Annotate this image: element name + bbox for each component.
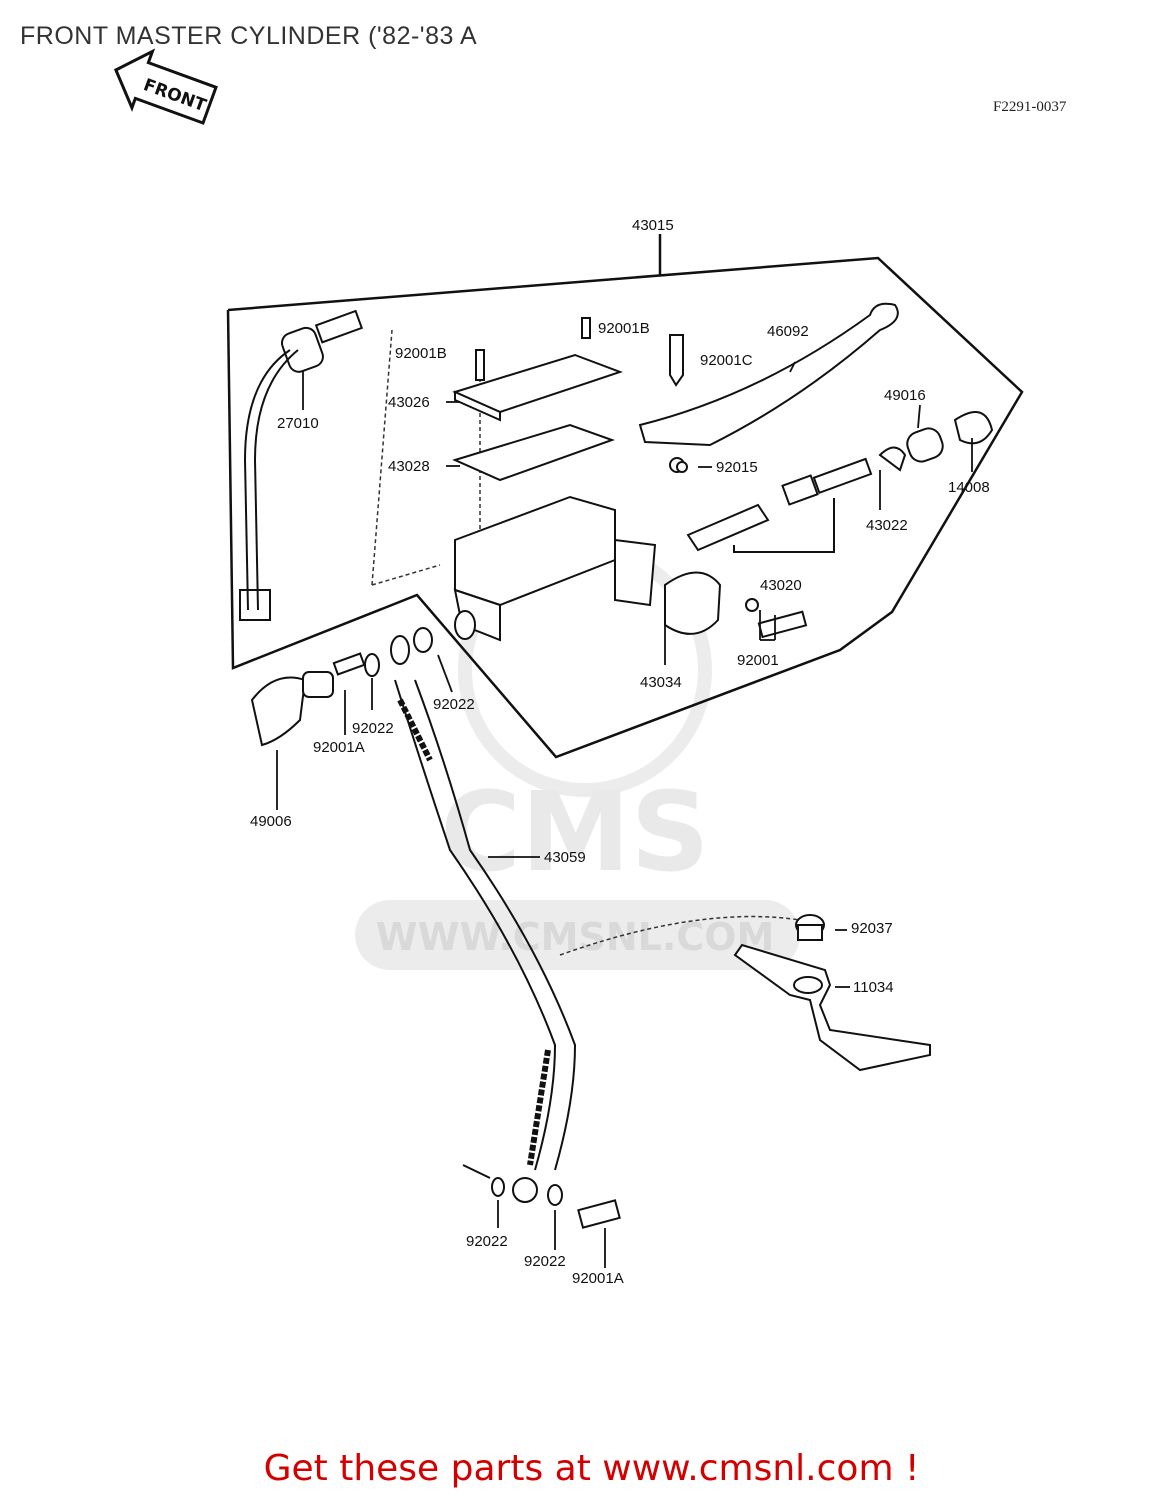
part-labels: 43015 27010 92001B 92001B 92001C 46092 4… [250, 217, 990, 1287]
banjo-fittings [250, 627, 433, 747]
label-43026: 43026 [388, 394, 430, 411]
label-92037: 92037 [851, 920, 893, 937]
label-92001: 92001 [737, 652, 779, 669]
cms-watermark: CMS WWW.CMSNL.COM [355, 543, 800, 970]
brake-light-switch [239, 309, 364, 621]
label-92015: 92015 [716, 459, 758, 476]
master-cylinder-body [453, 495, 808, 642]
label-46092: 46092 [767, 323, 809, 340]
label-92022-b: 92022 [352, 720, 394, 737]
figure-code: F2291-0037 [993, 99, 1067, 115]
screw-icon [475, 349, 485, 381]
label-14008: 14008 [948, 479, 990, 496]
front-arrow-icon: FRONT [113, 48, 218, 125]
label-11034: 11034 [853, 979, 894, 996]
piston-assembly [676, 411, 994, 553]
label-92001a-b: 92001A [572, 1270, 624, 1287]
watermark-brand: CMS [440, 768, 709, 896]
label-43028: 43028 [388, 458, 430, 475]
label-43015: 43015 [632, 217, 674, 234]
label-92001b-a: 92001B [395, 345, 447, 362]
hose-bracket [733, 914, 931, 1072]
label-92001a-a: 92001A [313, 739, 365, 756]
page-title: FRONT MASTER CYLINDER ('82-'83 A [20, 22, 478, 50]
label-27010: 27010 [277, 415, 319, 432]
label-49016: 49016 [884, 387, 926, 404]
assembly-outline [226, 234, 1024, 759]
label-43022: 43022 [866, 517, 908, 534]
label-92001b-b: 92001B [598, 320, 650, 337]
label-92022-d: 92022 [524, 1253, 566, 1270]
label-92022-a: 92022 [433, 696, 475, 713]
label-92001c: 92001C [700, 352, 753, 369]
promo-link-text[interactable]: Get these parts at www.cmsnl.com ! [263, 1448, 920, 1489]
routing-lines [371, 329, 801, 956]
promo-link[interactable]: Get these parts at www.cmsnl.com ! [0, 1448, 1173, 1489]
label-43020: 43020 [760, 577, 802, 594]
label-43059: 43059 [544, 849, 586, 866]
reservoir-cap [452, 317, 623, 482]
label-43034: 43034 [640, 674, 682, 691]
leader-lines [276, 361, 973, 1268]
label-49006: 49006 [250, 813, 292, 830]
watermark-url: WWW.CMSNL.COM [376, 915, 775, 959]
label-92022-c: 92022 [466, 1233, 508, 1250]
screw-icon [581, 317, 591, 339]
brake-hose [394, 679, 621, 1229]
